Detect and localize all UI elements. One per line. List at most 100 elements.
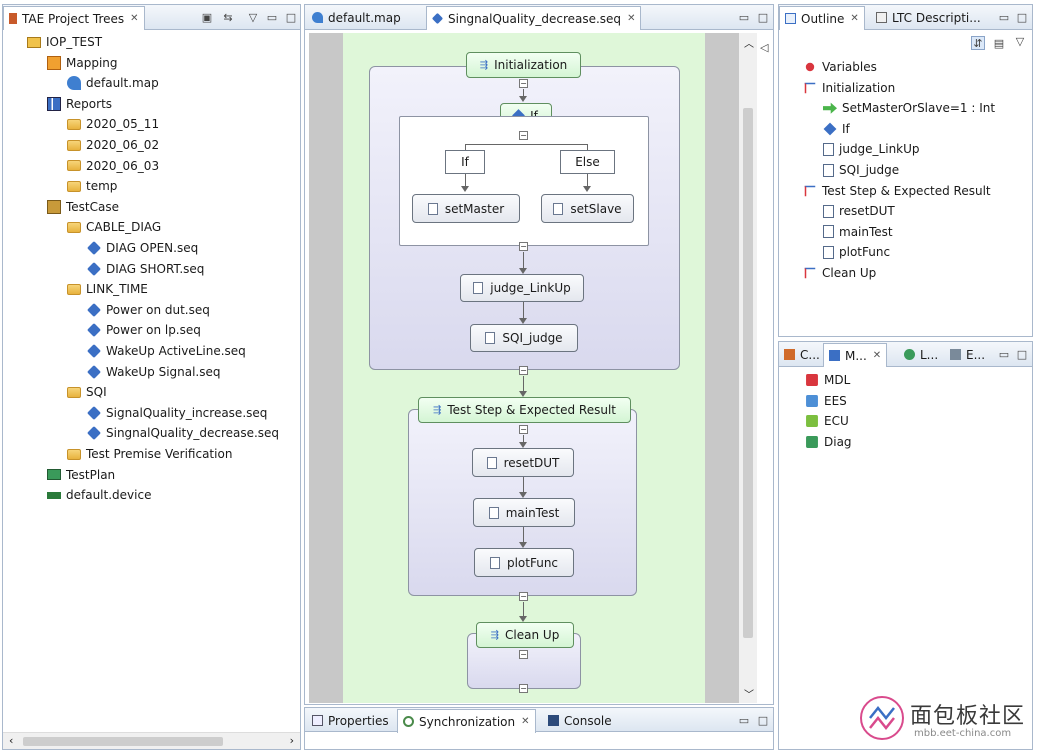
collapse-toggle[interactable]: −: [519, 425, 528, 434]
maximize-icon[interactable]: □: [285, 10, 297, 24]
scroll-down-icon[interactable]: ﹀: [744, 690, 754, 701]
tab-default-map[interactable]: default.map: [307, 6, 406, 29]
collapse-toggle[interactable]: −: [519, 366, 528, 375]
else-branch-step[interactable]: Else: [560, 150, 615, 174]
tree-item[interactable]: CABLE_DIAG: [67, 217, 161, 237]
model-item[interactable]: MDL: [805, 370, 850, 390]
tree-item[interactable]: Power on dut.seq: [87, 300, 210, 320]
tree-item[interactable]: default.map: [67, 73, 159, 93]
outline-item[interactable]: SQI_judge: [823, 160, 899, 180]
main-test-step[interactable]: mainTest: [473, 498, 575, 527]
judge-linkup-step[interactable]: judge_LinkUp: [460, 274, 584, 302]
tree-item[interactable]: SingnalQuality_decrease.seq: [87, 423, 279, 443]
minimize-icon[interactable]: ▭: [998, 347, 1010, 361]
editor-vertical-scrollbar[interactable]: ︿ ﹀: [739, 33, 757, 703]
tree-item[interactable]: WakeUp Signal.seq: [87, 362, 221, 382]
tree-item[interactable]: WakeUp ActiveLine.seq: [87, 341, 246, 361]
tree-item[interactable]: Reports: [47, 94, 112, 114]
close-icon[interactable]: ✕: [850, 13, 859, 24]
tree-item[interactable]: DIAG SHORT.seq: [87, 259, 204, 279]
tab-m[interactable]: M... ✕: [823, 343, 888, 367]
tab-console[interactable]: Console: [543, 709, 617, 732]
test-step-step[interactable]: ⇶ Test Step & Expected Result: [418, 397, 631, 423]
initialization-step[interactable]: ⇶ Initialization: [466, 52, 581, 78]
collapse-toggle[interactable]: −: [519, 592, 528, 601]
outline-item[interactable]: If: [823, 119, 850, 139]
set-master-step[interactable]: setMaster: [412, 194, 520, 223]
tree-item[interactable]: DIAG OPEN.seq: [87, 238, 198, 258]
tab-l[interactable]: L...: [899, 343, 943, 366]
outline-item[interactable]: Variables: [803, 57, 877, 77]
minimize-icon[interactable]: ▭: [266, 10, 278, 24]
minimize-icon[interactable]: ▭: [738, 713, 750, 727]
close-icon[interactable]: ✕: [627, 13, 636, 24]
tab-synchronization[interactable]: Synchronization ✕: [397, 709, 536, 733]
tab-signal-quality-decrease[interactable]: SingnalQuality_decrease.seq ✕: [426, 6, 642, 30]
tab-ltc-description[interactable]: LTC Descripti...: [871, 6, 986, 29]
scroll-thumb[interactable]: [743, 108, 753, 638]
tree-view-icon[interactable]: ⇵: [971, 36, 985, 50]
tab-e[interactable]: E...: [945, 343, 990, 366]
maximize-icon[interactable]: □: [1016, 347, 1028, 361]
tree-item[interactable]: default.device: [47, 485, 151, 505]
tab-project-trees[interactable]: TAE Project Trees ✕: [3, 6, 145, 30]
collapse-toggle[interactable]: −: [519, 79, 528, 88]
diagram-view-icon[interactable]: ▤: [993, 36, 1005, 50]
tab-properties[interactable]: Properties: [307, 709, 394, 732]
scroll-left-icon[interactable]: ‹: [9, 734, 14, 747]
outline-item[interactable]: mainTest: [823, 222, 893, 242]
collapse-toggle[interactable]: −: [519, 650, 528, 659]
tree-item[interactable]: 2020_06_03: [67, 156, 159, 176]
outline-item[interactable]: SetMasterOrSlave=1 : Int: [823, 98, 995, 118]
close-icon[interactable]: ✕: [872, 350, 882, 361]
collapse-toggle[interactable]: −: [519, 684, 528, 693]
tab-c[interactable]: C...: [779, 343, 825, 366]
tree-item[interactable]: temp: [67, 176, 117, 196]
if-container[interactable]: [399, 116, 649, 246]
outline-item[interactable]: Test Step & Expected Result: [803, 181, 991, 201]
palette-toggle-icon[interactable]: ◁: [760, 41, 769, 54]
close-icon[interactable]: ✕: [521, 716, 530, 727]
model-item[interactable]: Diag: [805, 432, 852, 452]
scroll-right-icon[interactable]: ›: [289, 734, 294, 747]
link-editor-icon[interactable]: ⇆: [223, 10, 233, 24]
model-item[interactable]: EES: [805, 391, 847, 411]
clean-up-step[interactable]: ⇶ Clean Up: [476, 622, 574, 648]
reset-dut-step[interactable]: resetDUT: [472, 448, 574, 477]
tree-item[interactable]: 2020_06_02: [67, 135, 159, 155]
maximize-icon[interactable]: □: [1016, 10, 1028, 24]
outline-item[interactable]: plotFunc: [823, 242, 890, 262]
tree-item[interactable]: IOP_TEST: [27, 32, 102, 52]
collapse-all-icon[interactable]: ▣: [201, 10, 213, 24]
tree-item[interactable]: Test Premise Verification: [67, 444, 232, 464]
scroll-up-icon[interactable]: ︿: [744, 39, 754, 50]
maximize-icon[interactable]: □: [757, 10, 769, 24]
tree-item[interactable]: TestCase: [47, 197, 119, 217]
tree-item[interactable]: LINK_TIME: [67, 279, 148, 299]
tab-outline[interactable]: Outline ✕: [779, 6, 865, 30]
scroll-thumb[interactable]: [23, 737, 223, 746]
tree-item[interactable]: SQI: [67, 382, 107, 402]
maximize-icon[interactable]: □: [757, 713, 769, 727]
tree-item[interactable]: Power on lp.seq: [87, 320, 201, 340]
minimize-icon[interactable]: ▭: [738, 10, 750, 24]
tree-item[interactable]: SignalQuality_increase.seq: [87, 403, 267, 423]
outline-item[interactable]: Clean Up: [803, 263, 876, 283]
outline-item[interactable]: Initialization: [803, 78, 895, 98]
tree-item[interactable]: TestPlan: [47, 465, 115, 485]
collapse-toggle[interactable]: −: [519, 131, 528, 140]
set-slave-step[interactable]: setSlave: [541, 194, 634, 223]
if-branch-step[interactable]: If: [445, 150, 485, 174]
minimize-icon[interactable]: ▭: [998, 10, 1010, 24]
model-item[interactable]: ECU: [805, 411, 849, 431]
close-icon[interactable]: ✕: [130, 13, 139, 24]
horizontal-scrollbar[interactable]: ‹ ›: [3, 732, 300, 749]
outline-item[interactable]: judge_LinkUp: [823, 139, 920, 159]
view-menu-icon[interactable]: ▽: [248, 10, 258, 24]
sqi-judge-step[interactable]: SQI_judge: [470, 324, 578, 352]
view-menu-icon[interactable]: ▽: [1015, 34, 1025, 48]
tree-item[interactable]: 2020_05_11: [67, 114, 159, 134]
collapse-toggle[interactable]: −: [519, 242, 528, 251]
tree-item[interactable]: Mapping: [47, 53, 118, 73]
plot-func-step[interactable]: plotFunc: [474, 548, 574, 577]
